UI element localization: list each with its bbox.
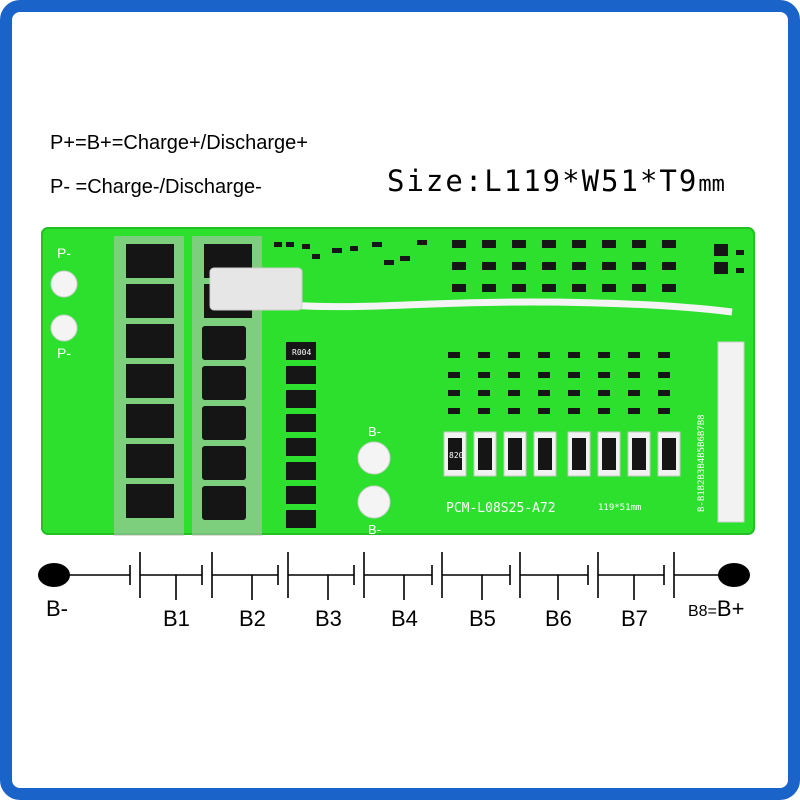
- cell-label-b-minus: B-: [46, 596, 68, 621]
- negative-terminal-dot: [38, 563, 70, 587]
- cell-label-b7: B7: [621, 606, 648, 631]
- p-minus-description: P- =Charge-/Discharge-: [50, 176, 262, 198]
- cell-label-b6: B6: [545, 606, 572, 631]
- p-minus-pad-top: [50, 270, 78, 298]
- cell-label-b3: B3: [315, 606, 342, 631]
- cell-label-b1: B1: [163, 606, 190, 631]
- sense-resistors: R004: [286, 342, 316, 528]
- balance-resistors: 820: [443, 431, 681, 477]
- p-minus-label-bottom: P-: [57, 345, 71, 361]
- smd-components: [274, 240, 744, 414]
- mosfet-column-1: [114, 236, 184, 536]
- cell-label-b8: B8=B+: [688, 596, 744, 622]
- b-minus-pad-bottom: [357, 485, 391, 519]
- pcm-board-illustration: P- P-: [38, 227, 755, 600]
- board-dimension-label: 119*51mm: [598, 503, 641, 513]
- b-minus-label-bottom: B-: [368, 522, 381, 537]
- cell-label-b-plus: B+: [716, 596, 745, 621]
- resistor-label: R004: [292, 348, 311, 357]
- size-spec: Size:L119*W51*T9mm: [387, 164, 725, 198]
- positive-terminal-dot: [718, 563, 750, 587]
- p-minus-pad-bottom: [50, 314, 78, 342]
- p-plus-description: P+=B+=Charge+/Discharge+: [50, 132, 308, 154]
- cell-diagram: [54, 552, 734, 600]
- cell-label-b2: B2: [239, 606, 266, 631]
- board-model-label: PCM-L08S25-A72: [446, 501, 556, 516]
- balance-connector: [717, 341, 745, 523]
- cell-label-b5: B5: [469, 606, 496, 631]
- cell-label-b4: B4: [391, 606, 418, 631]
- p-minus-label-top: P-: [57, 245, 71, 261]
- connector-pin-labels: B-B1B2B3B4B5B6B7B8: [697, 414, 707, 512]
- ntc-sensor: [209, 267, 303, 311]
- cell-label-b8-prefix: B8=: [688, 603, 717, 620]
- size-value: Size:L119*W51*T9: [387, 164, 699, 198]
- size-unit: mm: [698, 172, 725, 197]
- balance-resistor-label: 820: [449, 451, 464, 460]
- b-minus-label-top: B-: [368, 424, 381, 439]
- b-minus-pad-top: [357, 441, 391, 475]
